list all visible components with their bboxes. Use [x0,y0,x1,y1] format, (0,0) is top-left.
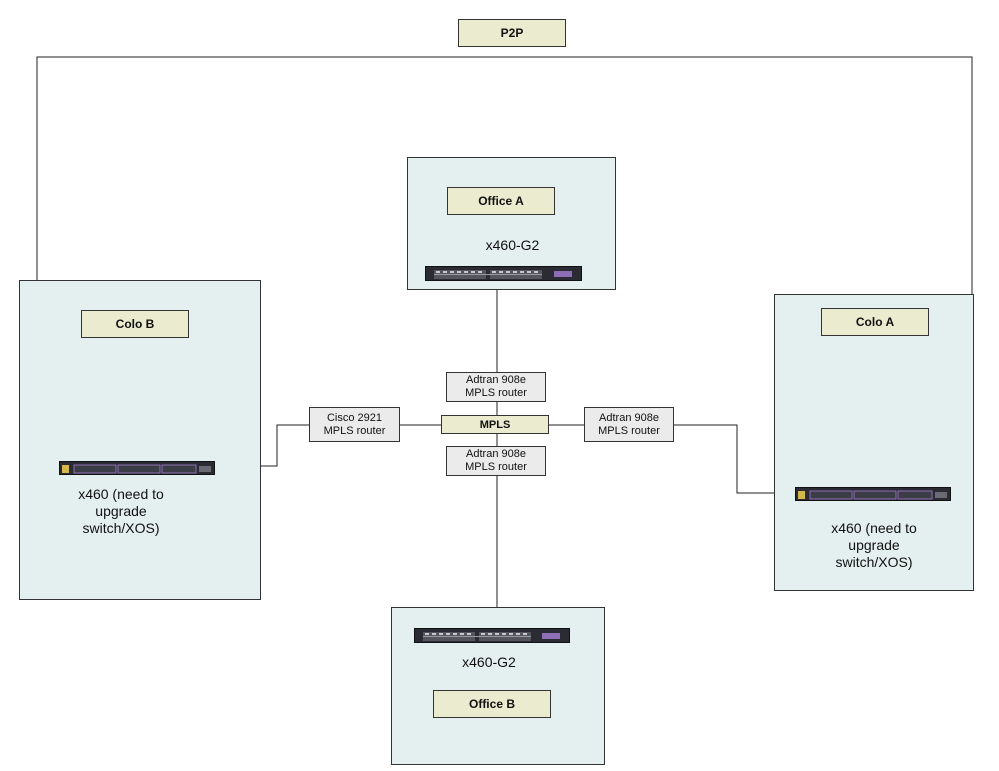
office-a-label: Office A [447,187,555,215]
colo-a-link [674,424,795,494]
p2p-link [36,56,973,493]
office-a-switch [425,266,582,281]
office-a-site: Office A x460-G2 [407,157,616,290]
colo-b-label: Colo B [81,310,189,338]
colo-a-label: Colo A [821,308,929,336]
p2p-label: P2P [458,19,566,47]
colo-b-device-label: x460 (need to upgrade switch/XOS) [78,486,164,536]
adtran-router-bottom: Adtran 908e MPLS router [446,446,546,476]
colo-b-site: Colo B x460 (need to upgrade switch/XOS) [19,280,261,600]
mpls-hub: MPLS [441,415,549,434]
colo-b-switch [59,461,215,475]
adtran-router-top: Adtran 908e MPLS router [446,372,546,402]
office-b-device-label: x460-G2 [462,654,516,670]
colo-a-device-label: x460 (need to upgrade switch/XOS) [831,520,917,570]
office-a-device-label: x460-G2 [485,237,540,253]
adtran-router-right: Adtran 908e MPLS router [584,407,674,442]
cisco-router: Cisco 2921 MPLS router [309,407,400,442]
office-b-switch [414,628,570,643]
colo-a-site: Colo A x460 (need to upgrade switch/XOS) [774,294,974,591]
office-b-label: Office B [433,690,551,718]
office-b-site: x460-G2 Office B [391,607,605,765]
colo-a-switch [795,487,951,501]
